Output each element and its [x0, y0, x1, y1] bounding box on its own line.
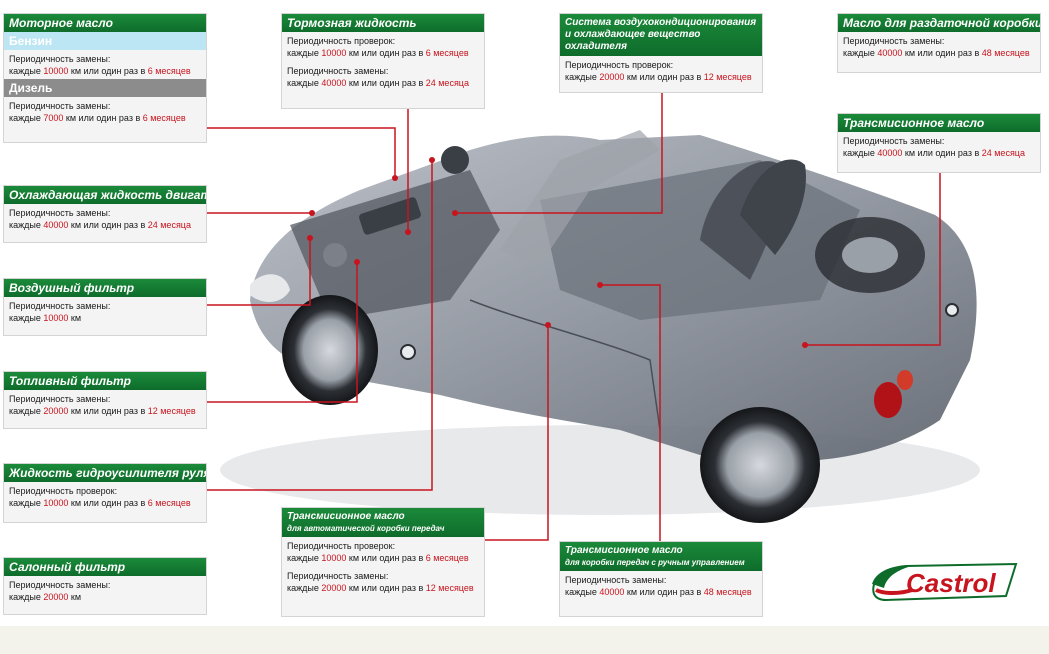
front-wheel-shape — [282, 295, 378, 405]
transfer-case-title: Масло для раздаточной коробки — [838, 14, 1040, 32]
motor-oil-box: Моторное масло Бензин Периодичность заме… — [3, 13, 207, 143]
auto-transmission-title: Трансмисионное масло для автоматической … — [282, 508, 484, 537]
air-filter-title: Воздушный фильтр — [4, 279, 206, 297]
coolant-title: Охлаждающая жидкость двигателя — [4, 186, 206, 204]
cabin-filter-replace-interval: Периодичность замены: каждые 20000 км — [9, 580, 111, 602]
auto-transmission-box: Трансмисионное масло для автоматической … — [281, 507, 485, 617]
bottom-band — [0, 626, 1049, 654]
connector-air-filter — [207, 238, 311, 306]
auto-transmission-check-interval: Периодичность проверок: каждые 10000 км … — [287, 541, 469, 563]
power-steering-box: Жидкость гидроусилителя руля Периодичнос… — [3, 463, 207, 523]
transmission-oil-box: Трансмисионное масло Периодичность замен… — [837, 113, 1041, 173]
cabin-filter-box: Салонный фильтр Периодичность замены: ка… — [3, 557, 207, 615]
connector-ac — [455, 92, 663, 214]
castrol-logo-icon: Castrol — [872, 562, 1018, 602]
power-steering-check-interval: Периодичность проверок: каждые 10000 км … — [9, 486, 191, 508]
connector-motor-oil — [207, 127, 396, 178]
motor-oil-title: Моторное масло — [4, 14, 206, 32]
brake-fluid-title: Тормозная жидкость — [282, 14, 484, 32]
ac-box: Система воздухокондиционирования и охлаж… — [559, 13, 763, 93]
transmission-oil-title: Трансмисионное масло — [838, 114, 1040, 132]
connector-manual-transmission — [600, 284, 661, 565]
power-steering-title: Жидкость гидроусилителя руля — [4, 464, 206, 482]
manual-transmission-title: Трансмисионное масло для коробки передач… — [560, 542, 762, 571]
castrol-logo-text: Castrol — [906, 568, 996, 598]
brake-fluid-check-interval: Периодичность проверок: каждые 10000 км … — [287, 36, 469, 58]
connector-auto-transmission — [485, 325, 549, 541]
auto-transmission-intervals: Периодичность проверок: каждые 10000 км … — [282, 537, 484, 596]
cabin-filter-title: Салонный фильтр — [4, 558, 206, 576]
transfer-case-replace-interval: Периодичность замены: каждые 40000 км ил… — [843, 36, 1030, 58]
petrol-replace-interval: Периодичность замены: каждые 10000 км ил… — [9, 54, 191, 76]
manual-transmission-replace-interval: Периодичность замены: каждые 40000 км ил… — [565, 575, 752, 597]
air-filter-replace-interval: Периодичность замены: каждые 10000 км — [9, 301, 111, 323]
rear-wheel-shape — [700, 407, 820, 523]
transfer-case-box: Масло для раздаточной коробки Периодично… — [837, 13, 1041, 73]
connector-power-steering — [207, 160, 433, 491]
diesel-replace-interval: Периодичность замены: каждые 7000 км или… — [9, 101, 186, 123]
brake-fluid-intervals: Периодичность проверок: каждые 10000 км … — [282, 32, 484, 91]
brake-fluid-replace-interval: Периодичность замены: каждые 40000 км ил… — [287, 66, 469, 88]
auto-transmission-replace-interval: Периодичность замены: каждые 20000 км ил… — [287, 571, 474, 593]
transmission-oil-replace-interval: Периодичность замены: каждые 40000 км ил… — [843, 136, 1025, 158]
brake-fluid-box: Тормозная жидкость Периодичность проверо… — [281, 13, 485, 109]
connector-transmission-oil — [805, 172, 941, 346]
fuel-filter-box: Топливный фильтр Периодичность замены: к… — [3, 371, 207, 429]
air-filter-box: Воздушный фильтр Периодичность замены: к… — [3, 278, 207, 336]
fuel-filter-title: Топливный фильтр — [4, 372, 206, 390]
connector-fuel-filter — [207, 262, 358, 403]
coolant-replace-interval: Периодичность замены: каждые 40000 км ил… — [9, 208, 191, 230]
petrol-label: Бензин — [4, 32, 206, 50]
manual-transmission-box: Трансмисионное масло для коробки передач… — [559, 541, 763, 617]
ac-title: Система воздухокондиционирования и охлаж… — [560, 14, 762, 56]
diesel-label: Дизель — [4, 79, 206, 97]
ac-check-interval: Периодичность проверок: каждые 20000 км … — [565, 60, 752, 82]
coolant-box: Охлаждающая жидкость двигателя Периодичн… — [3, 185, 207, 243]
fuel-filter-replace-interval: Периодичность замены: каждые 20000 км ил… — [9, 394, 196, 416]
